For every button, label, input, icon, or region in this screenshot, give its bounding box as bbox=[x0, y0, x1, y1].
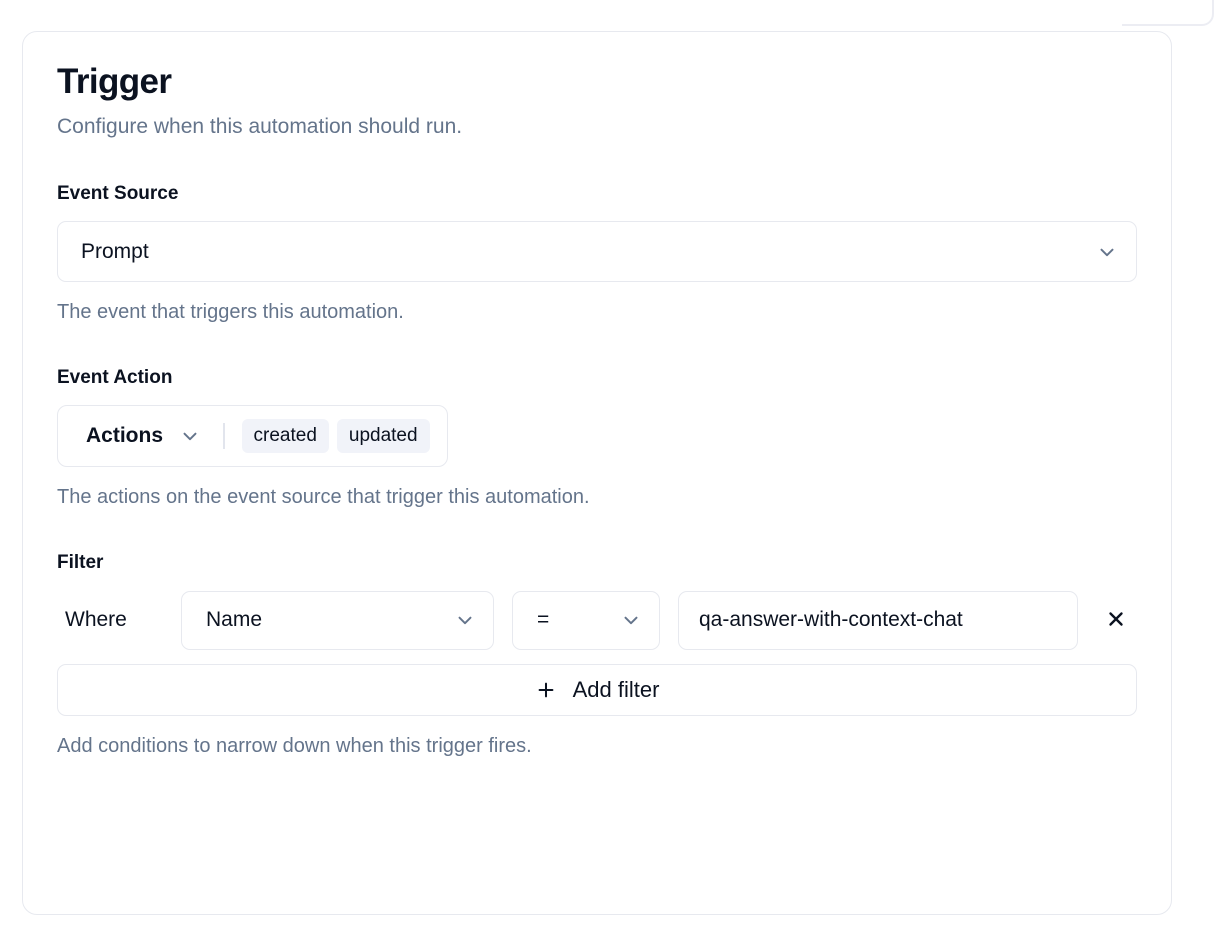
chevron-down-icon bbox=[620, 609, 642, 631]
filter-row: Where Name = bbox=[57, 590, 1137, 650]
event-action-pill[interactable]: created bbox=[241, 418, 329, 454]
combo-divider bbox=[223, 423, 225, 450]
filter-field-value: Name bbox=[206, 608, 263, 632]
add-filter-button[interactable]: Add filter bbox=[57, 663, 1137, 716]
event-action-help: The actions on the event source that tri… bbox=[57, 486, 590, 509]
where-label: Where bbox=[65, 608, 127, 632]
event-source-label: Event Source bbox=[57, 183, 179, 205]
plus-icon bbox=[535, 679, 557, 701]
chevron-down-icon bbox=[1096, 241, 1118, 263]
corner-artifact bbox=[1122, 0, 1214, 26]
add-filter-label: Add filter bbox=[572, 676, 660, 702]
filter-operator-select[interactable]: = bbox=[512, 590, 660, 650]
filter-value-input[interactable] bbox=[678, 590, 1078, 650]
filter-help: Add conditions to narrow down when this … bbox=[57, 734, 532, 757]
event-action-label: Event Action bbox=[57, 367, 173, 389]
chevron-down-icon[interactable] bbox=[179, 425, 201, 447]
event-action-combo: Actions created updated bbox=[57, 405, 448, 468]
page-subtitle: Configure when this automation should ru… bbox=[57, 115, 463, 139]
chevron-down-icon bbox=[454, 609, 476, 631]
filter-field-select[interactable]: Name bbox=[181, 590, 494, 650]
event-source-help: The event that triggers this automation. bbox=[57, 301, 404, 324]
filter-operator-value: = bbox=[537, 608, 550, 632]
event-action-pill-row: created updated bbox=[241, 418, 430, 454]
event-source-select[interactable]: Prompt bbox=[57, 221, 1137, 283]
event-source-value: Prompt bbox=[81, 239, 149, 263]
event-action-pill[interactable]: updated bbox=[336, 418, 430, 454]
remove-filter-button[interactable] bbox=[1096, 600, 1136, 640]
close-icon bbox=[1105, 608, 1127, 633]
event-action-dropdown-label[interactable]: Actions bbox=[86, 424, 164, 448]
page-title: Trigger bbox=[57, 62, 172, 101]
trigger-card: Trigger Configure when this automation s… bbox=[22, 31, 1172, 915]
filter-label: Filter bbox=[57, 552, 104, 574]
